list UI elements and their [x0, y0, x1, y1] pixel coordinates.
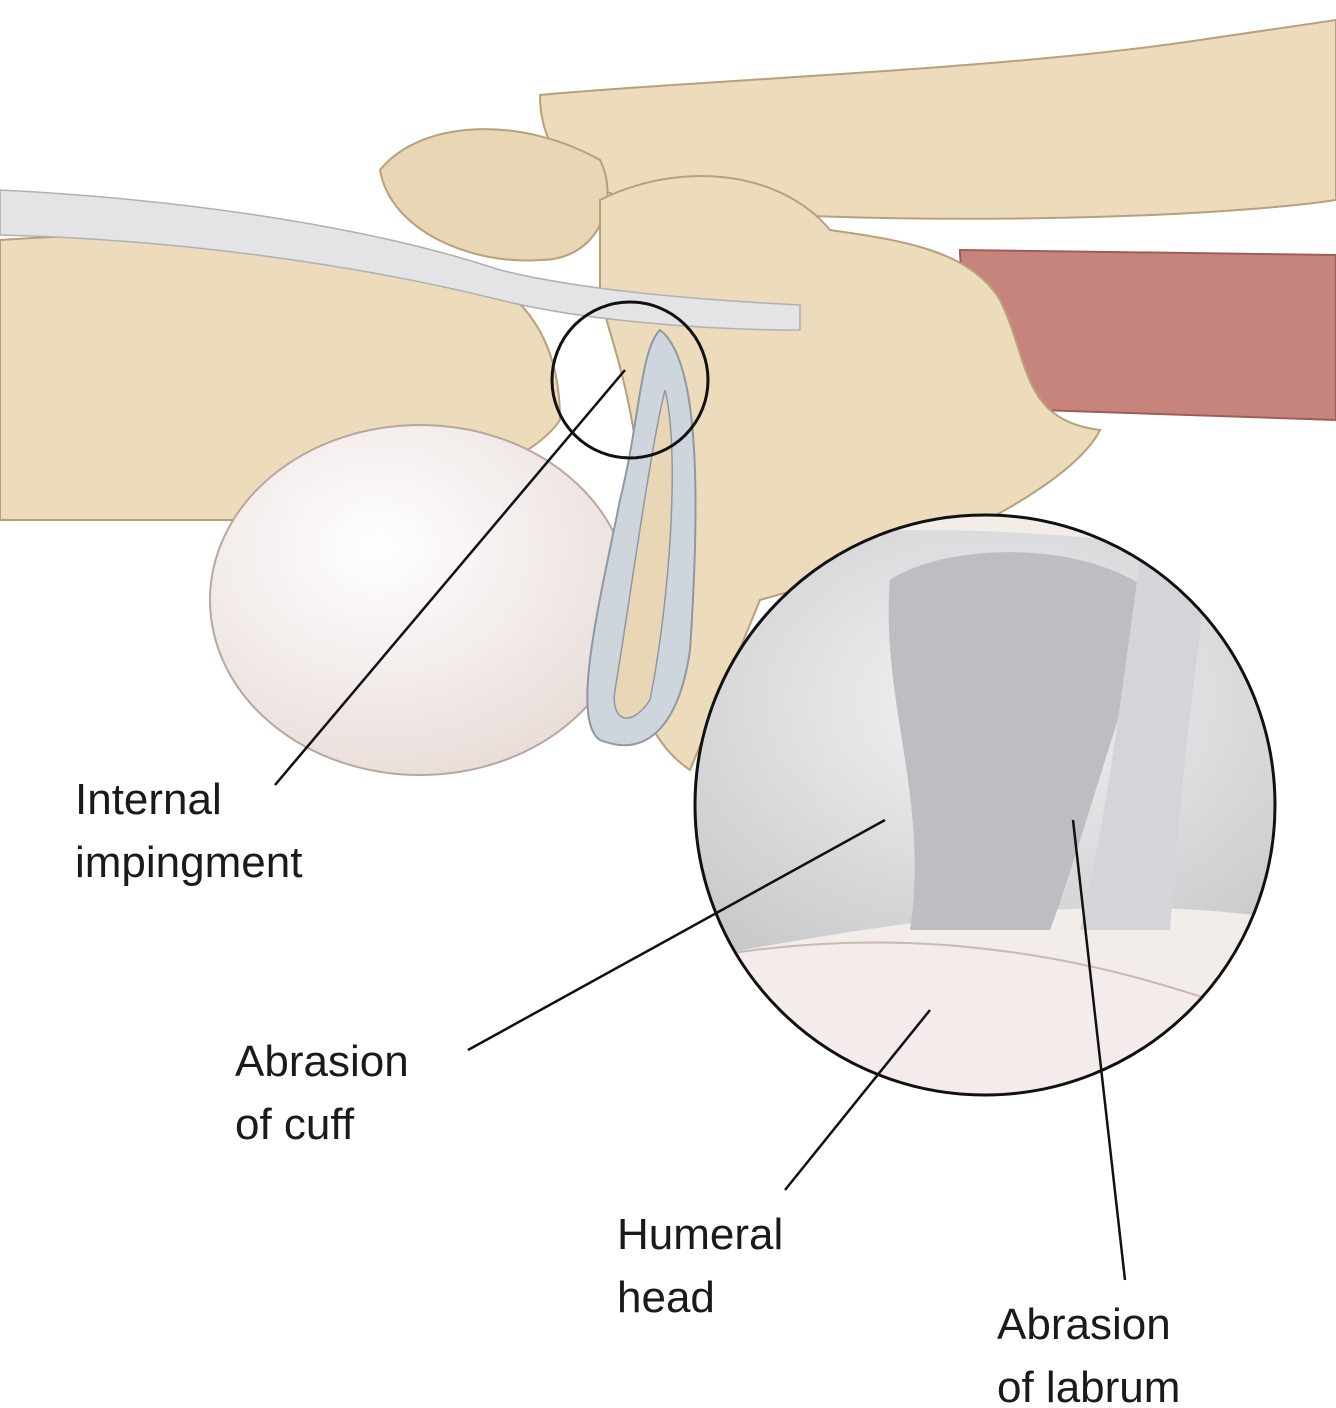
- label-abrasion-of-labrum: Abrasion of labrum: [997, 1293, 1180, 1408]
- label-line: Internal: [75, 775, 222, 824]
- leader-abrasion-of-cuff: [467, 818, 886, 1052]
- inset-circle: [693, 513, 1277, 1097]
- impingement-circle: [550, 300, 710, 460]
- label-abrasion-of-cuff: Abrasion of cuff: [235, 1030, 409, 1156]
- label-line: Abrasion: [235, 1037, 409, 1086]
- label-line: of labrum: [997, 1363, 1181, 1408]
- rotator-cuff-tendon: [0, 189, 801, 331]
- leader-internal-impingement: [274, 369, 626, 786]
- label-line: Abrasion: [997, 1300, 1171, 1349]
- label-line: Humeral: [617, 1210, 784, 1259]
- label-internal-impingement: Internal impingment: [75, 768, 302, 894]
- leader-abrasion-of-labrum: [1071, 819, 1127, 1281]
- leader-humeral-head: [784, 1009, 931, 1191]
- label-line: head: [617, 1273, 715, 1322]
- label-humeral-head: Humeral head: [617, 1203, 783, 1329]
- label-line: impingment: [75, 838, 303, 887]
- label-line: of cuff: [235, 1100, 355, 1149]
- acromion: [378, 128, 609, 262]
- humeral-head-cartilage: [209, 424, 631, 776]
